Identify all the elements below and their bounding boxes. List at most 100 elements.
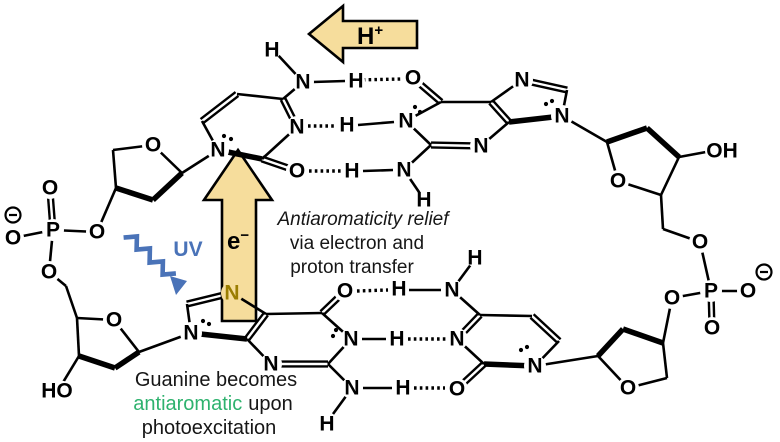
relief-line2: via electron and	[290, 233, 424, 254]
atom-halo	[689, 231, 711, 253]
atom-cyt2-N1: N	[527, 355, 542, 378]
atom-halo	[394, 379, 412, 397]
atom-halo	[42, 219, 64, 241]
atom-halo	[2, 227, 24, 249]
atom-gua2-N2: N	[344, 377, 359, 400]
uv-arrowhead-icon	[170, 276, 187, 295]
atom-phos1-O-bridge: O	[41, 261, 57, 284]
atom-halo	[415, 191, 433, 209]
wedge-bond	[595, 327, 626, 358]
atom-halo	[318, 415, 336, 433]
atom-phos2-O3: O	[664, 287, 680, 310]
atom-halo	[180, 322, 202, 344]
atom-cyt2-N3: N	[449, 328, 464, 351]
atom-phos1-O-minus: O	[5, 227, 21, 250]
uv-photon-arrow	[123, 233, 187, 295]
relief-line3: proton transfer	[290, 257, 414, 278]
atom-halo	[103, 309, 125, 331]
atom-halo	[286, 160, 308, 182]
atom-halo	[292, 71, 314, 93]
lone-pair-dot	[412, 104, 418, 110]
atom-halo	[446, 328, 468, 350]
proton-base: H	[357, 23, 374, 50]
atom-sugar1-O4: O	[145, 134, 161, 157]
negative-charge-icon	[4, 206, 22, 224]
single-bond	[659, 156, 681, 196]
electron-label: e−	[227, 227, 249, 255]
lone-pair-dot	[200, 318, 206, 324]
atom-sugar2-O4: O	[106, 309, 122, 332]
atom-gua1-N7: N	[514, 69, 529, 92]
atom-halo	[343, 162, 361, 180]
relief-line1: Antiaromaticity relief	[276, 209, 450, 230]
wedge-bond	[151, 170, 184, 203]
proton-transfer-arrow	[306, 3, 419, 65]
guanine-note-upon: upon	[248, 393, 293, 415]
double-bond	[491, 99, 512, 122]
atom-cyt1-N1: N	[210, 139, 225, 162]
atom-halo	[207, 139, 229, 161]
atom-cyt1-N4: N	[295, 71, 310, 94]
lone-pair-dot	[333, 327, 339, 333]
atom-halo	[446, 378, 468, 400]
single-bond	[111, 149, 118, 189]
atom-phos1-O-double: O	[42, 177, 58, 200]
atom-halo	[390, 280, 408, 298]
atom-gua2-N3: N	[263, 353, 278, 376]
single-bond	[312, 79, 346, 84]
arrows-layer	[123, 3, 419, 323]
double-bond	[529, 316, 559, 344]
atom-gua2-N2-H: H	[319, 413, 334, 436]
atom-halo	[341, 377, 363, 399]
atom-halo	[607, 170, 629, 192]
atom-cyt2-N4-H: H	[467, 247, 482, 270]
atom-sugar4-O4: O	[620, 377, 636, 400]
lone-pair-dot	[518, 347, 524, 353]
single-bond	[236, 92, 284, 101]
lone-pair-dot	[543, 101, 549, 107]
atom-halo	[142, 134, 164, 156]
wedge-bond	[622, 326, 664, 346]
atom-halo	[286, 116, 308, 138]
atom-cyt1-N3: N	[289, 116, 304, 139]
atom-halo	[395, 110, 417, 132]
atom-halo	[347, 72, 365, 90]
double-bond	[532, 313, 562, 341]
single-bond	[659, 194, 665, 230]
atom-phos2-O5: O	[692, 231, 708, 254]
atom-halo	[737, 280, 759, 302]
atom-gua1-O6: O	[405, 67, 421, 90]
guanine-note-line3: photoexcitation	[142, 417, 277, 439]
proton-sup: +	[374, 22, 383, 39]
atom-halo	[340, 328, 362, 350]
atom-halo	[617, 377, 639, 399]
hydrogen-bond	[356, 288, 389, 293]
atom-halo	[338, 116, 356, 134]
atom-hbond3-H: H	[344, 160, 359, 183]
single-bond	[357, 120, 395, 127]
atom-halo	[466, 249, 484, 267]
atom-hbond2-H: H	[339, 114, 354, 137]
atom-halo	[263, 41, 281, 59]
atom-halo	[86, 221, 108, 243]
double-bond	[202, 94, 240, 124]
single-bond	[678, 150, 707, 159]
negative-charge-icon	[755, 263, 773, 281]
atom-halo	[40, 380, 74, 402]
atom-cyt1-O2: O	[289, 160, 305, 183]
lone-pair-dot	[221, 133, 227, 139]
atom-phos1-O-ester: O	[89, 221, 105, 244]
atom-gua2-N9: N	[183, 322, 198, 345]
atom-cyt1-N4-H: H	[264, 39, 279, 62]
single-bond	[265, 311, 323, 316]
single-bond	[60, 355, 81, 385]
atom-sugar2-HO: HO	[41, 380, 73, 403]
atom-gua2-N1: N	[343, 328, 358, 351]
wedge-bond	[115, 185, 154, 203]
wedge-bond	[645, 125, 681, 160]
lone-pair-dot	[228, 136, 234, 142]
